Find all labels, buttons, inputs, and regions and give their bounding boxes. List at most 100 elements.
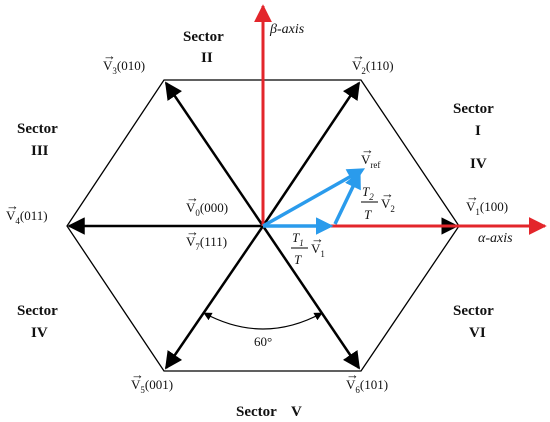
- vector-v6-name: V: [346, 377, 356, 392]
- vector-v4-state: (011): [20, 208, 48, 223]
- alpha-axis-label: α-axis: [478, 231, 513, 246]
- hexagon-outline: [66, 79, 460, 372]
- svg-text:V0(000): V0(000): [186, 200, 228, 218]
- t2-vec-sub: 2: [390, 204, 395, 214]
- vector-v5-state: (001): [145, 377, 173, 392]
- vector-v1-name: V: [466, 199, 476, 214]
- vector-v6-arrow-glyph: →: [346, 367, 359, 382]
- svg-text:V6(101): V6(101): [346, 377, 388, 395]
- angle-label: 60°: [254, 334, 272, 349]
- vector-v6-state: (101): [360, 377, 388, 392]
- svg-text:V2(110): V2(110): [352, 58, 394, 76]
- sector-i-numeral: I: [475, 123, 481, 139]
- t2-vec: V: [381, 196, 391, 211]
- vector-v0-sub: 0: [195, 208, 200, 218]
- vector-v0-arrow-glyph: →: [186, 190, 199, 205]
- t1-vec-sub: 1: [320, 249, 325, 259]
- vector-v2-sub: 2: [361, 66, 366, 76]
- sector-i-label: Sector I IV: [453, 101, 494, 172]
- beta-axis-label: β-axis: [269, 22, 305, 37]
- t2-vec-arrow-glyph: →: [381, 186, 394, 201]
- svg-text:Vref: Vref: [361, 152, 380, 170]
- vector-v1-label: → V1(100): [466, 189, 508, 217]
- sector-ii-word: Sector: [183, 29, 224, 45]
- t1-num: T: [292, 230, 300, 245]
- sector-vi-numeral: VI: [469, 325, 486, 341]
- sector-iv-word: Sector: [17, 303, 58, 319]
- vector-v5-sub: 5: [140, 385, 145, 395]
- svg-text:T1: T1: [292, 230, 304, 248]
- sector-i-extra-numeral: IV: [470, 156, 487, 172]
- vector-v6-label: → V6(101): [346, 367, 388, 395]
- reference-name: V: [361, 152, 371, 167]
- vector-v6-arrow: [261, 225, 361, 370]
- vector-v7-name: V: [186, 234, 196, 249]
- vector-v4-name: V: [6, 208, 16, 223]
- svg-text:V3(010): V3(010): [103, 58, 145, 76]
- sector-iii-word: Sector: [17, 121, 58, 137]
- vector-v6-sub: 6: [355, 385, 360, 395]
- sector-iii-numeral: III: [31, 143, 49, 159]
- vector-v5-arrow-glyph: →: [131, 367, 144, 382]
- sector-i-word: Sector: [453, 101, 494, 117]
- sector-vi-word: Sector: [453, 303, 494, 319]
- vector-v2-arrow: [261, 81, 361, 227]
- vector-v4-arrow-glyph: →: [6, 198, 19, 213]
- vector-v1-arrow-glyph: →: [466, 189, 479, 204]
- t1-num-sub: 1: [299, 238, 304, 248]
- t2-num-sub: 2: [369, 192, 374, 202]
- vector-v5-name: V: [131, 377, 141, 392]
- vector-v0-state: (000): [200, 200, 228, 215]
- vector-v3-sub: 3: [112, 66, 117, 76]
- reference-sub: ref: [370, 160, 380, 170]
- t1-vec-arrow-glyph: →: [311, 231, 324, 246]
- t1-vec: V: [311, 241, 321, 256]
- svg-text:T2: T2: [362, 184, 374, 202]
- reference-arrow-glyph: →: [361, 142, 374, 157]
- vector-v7-sub: 7: [195, 242, 200, 252]
- vector-v2-state: (110): [366, 58, 394, 73]
- reference-vector-label: → Vref: [361, 142, 380, 170]
- vector-v3-name: V: [103, 58, 113, 73]
- svg-text:V7(111): V7(111): [186, 234, 227, 252]
- svg-text:V2: V2: [381, 196, 395, 214]
- t2-den: T: [364, 207, 372, 222]
- t2-num: T: [362, 184, 370, 199]
- vector-v5-arrow: [164, 225, 265, 370]
- reference-vector-arrow: [262, 168, 366, 228]
- vector-v3-arrow: [164, 81, 265, 227]
- vector-v3-label: → V3(010): [103, 48, 145, 76]
- sector-iv-label: Sector IV: [17, 303, 58, 341]
- vector-v5-label: → V5(001): [131, 367, 173, 395]
- vector-v2-arrow-glyph: →: [352, 48, 365, 63]
- component-t2-label: T2 T → V2: [361, 184, 395, 222]
- sector-v-label: Sector V: [236, 404, 302, 420]
- sector-ii-label: Sector II: [183, 29, 224, 66]
- svg-text:V1: V1: [311, 241, 325, 259]
- vector-v1-state: (100): [480, 199, 508, 214]
- vector-v1-sub: 1: [475, 207, 480, 217]
- vector-v7-state: (111): [200, 234, 227, 249]
- vector-v0-label: → V0(000): [186, 190, 228, 218]
- t1-den: T: [294, 252, 302, 267]
- vector-v3-state: (010): [117, 58, 145, 73]
- sector-ii-numeral: II: [201, 50, 213, 66]
- vector-v2-label: → V2(110): [352, 48, 394, 76]
- vector-v0-name: V: [186, 200, 196, 215]
- svg-text:V5(001): V5(001): [131, 377, 173, 395]
- vector-v7-label: → V7(111): [186, 224, 227, 252]
- component-t1-label: T1 T → V1: [291, 230, 325, 267]
- svg-text:V4(011): V4(011): [6, 208, 48, 226]
- svg-text:V1(100): V1(100): [466, 199, 508, 217]
- angle-arc: [203, 312, 323, 330]
- vector-v3-arrow-glyph: →: [103, 48, 116, 63]
- sector-v-word: Sector: [236, 404, 277, 420]
- vector-v4-label: → V4(011): [6, 198, 48, 226]
- sector-iv-numeral: IV: [31, 325, 48, 341]
- sector-v-numeral: V: [291, 404, 302, 420]
- sector-iii-label: Sector III: [17, 121, 58, 159]
- vector-v4-sub: 4: [15, 216, 20, 226]
- vector-v2-name: V: [352, 58, 362, 73]
- vector-v7-arrow-glyph: →: [186, 224, 199, 239]
